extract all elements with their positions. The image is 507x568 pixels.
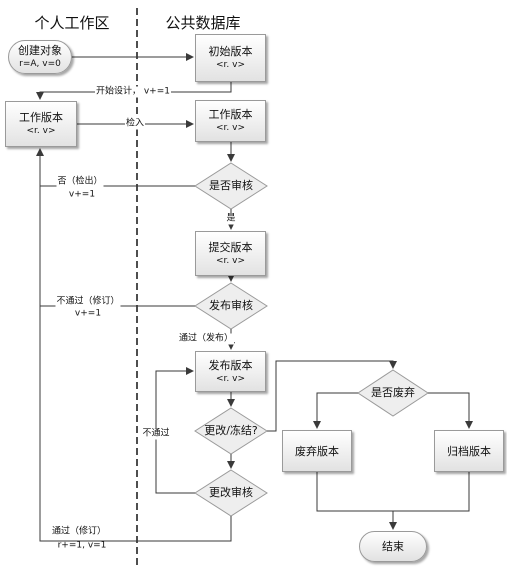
edge-label-fail-revise: 不通过（修订） (55, 296, 121, 308)
discard-decision-diamond (357, 369, 429, 417)
node-title: 工作版本 (19, 111, 63, 124)
node-sub: <r. v> (215, 255, 245, 266)
create-object-node: 创建对象 r=A, v=0 (8, 40, 72, 74)
node-sub: <r. v> (215, 123, 245, 133)
node-title: 工作版本 (208, 108, 253, 121)
edge-label-fail-revise-increment: v+=1 (74, 308, 102, 319)
end-node: 结束 (359, 531, 427, 562)
review-decision-label: 是否审核 (209, 179, 253, 192)
node-title: 结束 (382, 539, 404, 553)
node-sub: r=A, v=0 (19, 59, 61, 69)
node-sub: <r. v> (26, 126, 56, 136)
node-title: 归档版本 (447, 444, 491, 458)
publish-review-label: 发布审核 (209, 299, 253, 312)
submit-version-node: 提交版本 <r. v> (195, 231, 266, 276)
node-title: 创建对象 (18, 44, 62, 57)
edge-label-check-in: 检入 (124, 118, 146, 130)
node-title: 初始版本 (208, 45, 253, 58)
discarded-version-node: 废弃版本 (282, 430, 352, 472)
lane-title-personal: 个人工作区 (34, 14, 110, 32)
edge-label-start-design: 开始设计， v+=1 (95, 86, 171, 98)
change-review-label: 更改审核 (209, 486, 253, 499)
lane-title-public: 公共数据库 (165, 14, 241, 32)
node-sub: <r. v> (215, 373, 245, 384)
private-work-version-node: 工作版本 <r. v> (5, 101, 77, 147)
node-sub: <r. v> (215, 60, 245, 70)
edge-label-pass-revise-reset: r+=1, v=1 (57, 540, 107, 551)
archived-version-node: 归档版本 (434, 430, 504, 472)
node-title: 提交版本 (208, 240, 253, 254)
edge-label-no-checkout: 否（检出） (56, 176, 104, 188)
node-title: 发布版本 (208, 358, 253, 372)
edge-label-pass-revise: 通过（修订） (50, 526, 108, 538)
change-decision-label: 更改/冻结? (204, 424, 258, 437)
edge-label-no-checkout-increment: v+=1 (68, 189, 96, 200)
release-version-node: 发布版本 <r. v> (195, 351, 266, 392)
edge-label-pass-publish: 通过（发布） (177, 333, 235, 345)
node-title: 废弃版本 (295, 444, 339, 458)
edge-label-yes: 是 (225, 213, 237, 225)
initial-version-node: 初始版本 <r. v> (195, 34, 266, 82)
edge-label-fail: 不通过 (141, 428, 171, 440)
discard-decision-label: 是否废弃 (371, 386, 415, 399)
public-work-version-node: 工作版本 <r. v> (195, 100, 266, 142)
